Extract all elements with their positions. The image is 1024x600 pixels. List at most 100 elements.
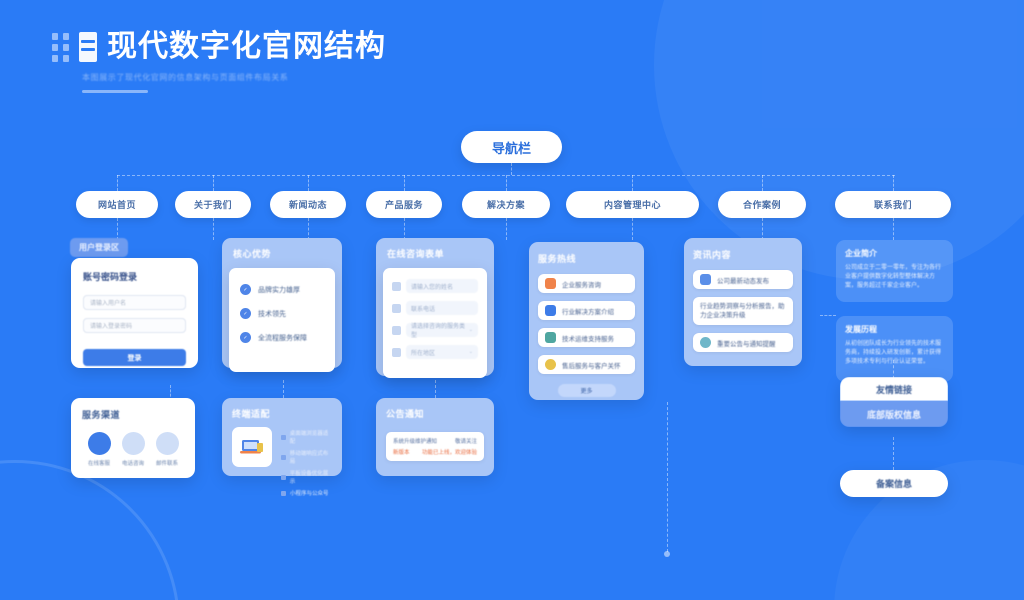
login-card: 账号密码登录 请输入用户名 请输入登录密码 登录 bbox=[71, 258, 198, 368]
nav-pill-label: 关于我们 bbox=[193, 200, 232, 210]
connector-nav-1 bbox=[213, 175, 214, 191]
user-icon bbox=[392, 281, 401, 291]
connector-root-down bbox=[511, 163, 512, 175]
channel-item[interactable]: 在线客服 bbox=[87, 432, 111, 467]
bell-icon bbox=[700, 337, 711, 348]
grid-dots-icon bbox=[52, 32, 69, 62]
device-card-title: 终端适配 bbox=[232, 409, 271, 419]
services-more-label: 更多 bbox=[580, 389, 593, 395]
form-row: 请输入您的姓名 bbox=[392, 279, 478, 293]
connector-end-dot bbox=[664, 551, 670, 557]
chevron-down-icon: ⌄ bbox=[468, 349, 473, 355]
check-circle-icon: ✓ bbox=[240, 332, 251, 343]
briefcase-icon bbox=[545, 278, 556, 289]
nav-pill-2[interactable]: 新闻动态 bbox=[270, 191, 346, 218]
news-row[interactable]: 公司最新动态发布 bbox=[693, 270, 793, 289]
news-card: 资讯内容 公司最新动态发布 行业趋势洞察与分析报告，助力企业决策升级 重要公告与… bbox=[684, 238, 802, 366]
nav-pill-6[interactable]: 合作案例 bbox=[718, 191, 806, 218]
password-input[interactable]: 请输入登录密码 bbox=[83, 318, 186, 333]
copyright-label[interactable]: 底部版权信息 bbox=[840, 401, 948, 427]
shield-icon bbox=[545, 332, 556, 343]
title-underline bbox=[82, 90, 148, 93]
menu-bars-icon bbox=[79, 32, 97, 62]
record-info-label: 备案信息 bbox=[875, 479, 912, 489]
username-placeholder: 请输入用户名 bbox=[90, 301, 127, 307]
connector-long-vertical bbox=[667, 402, 668, 552]
login-card-tab[interactable]: 用户登录区 bbox=[70, 238, 128, 257]
nav-pill-3[interactable]: 产品服务 bbox=[366, 191, 442, 218]
feature-item: ✓ 技术领先 bbox=[240, 308, 324, 319]
service-label: 行业解决方案介绍 bbox=[562, 308, 614, 316]
nav-pill-5[interactable]: 内容管理中心 bbox=[566, 191, 699, 218]
laptop-icon bbox=[232, 427, 272, 467]
mail-icon bbox=[392, 325, 401, 335]
username-input[interactable]: 请输入用户名 bbox=[83, 295, 186, 310]
chat-icon bbox=[87, 432, 111, 455]
device-item: 桌面端浏览器适配 bbox=[281, 429, 332, 445]
inquiry-form-card: 在线咨询表单 请输入您的姓名 联系电话 请选择咨询的服务类型 ⌄ bbox=[376, 238, 494, 378]
friendly-links-label[interactable]: 友情链接 bbox=[840, 377, 948, 401]
notice-card-title: 公告通知 bbox=[386, 409, 425, 419]
service-row[interactable]: 企业服务咨询 bbox=[538, 274, 635, 293]
form-row: 联系电话 bbox=[392, 301, 478, 315]
services-more-button[interactable]: 更多 bbox=[557, 384, 616, 397]
feature-item: ✓ 全流程服务保障 bbox=[240, 332, 324, 343]
notice-line: 新版本 功能已上线，欢迎体验 bbox=[393, 448, 477, 456]
service-row[interactable]: 行业解决方案介绍 bbox=[538, 301, 635, 320]
news-row[interactable]: 重要公告与通知提醒 bbox=[693, 333, 793, 352]
nav-pill-1[interactable]: 关于我们 bbox=[175, 191, 251, 218]
nav-pill-label: 合作案例 bbox=[742, 200, 781, 210]
login-button[interactable]: 登录 bbox=[83, 349, 186, 366]
nav-pill-4[interactable]: 解决方案 bbox=[462, 191, 550, 218]
region-select[interactable]: 所在地区 ⌄ bbox=[406, 345, 478, 359]
bullet-icon bbox=[281, 454, 286, 460]
text-block-1-title: 企业简介 bbox=[845, 249, 877, 258]
connector-nav-0 bbox=[117, 175, 118, 191]
connector-drop-1 bbox=[213, 218, 214, 240]
service-row[interactable]: 售后服务与客户关怀 bbox=[538, 355, 635, 374]
service-select[interactable]: 请选择咨询的服务类型 ⌄ bbox=[406, 323, 478, 339]
nav-pill-7[interactable]: 联系我们 bbox=[835, 191, 951, 218]
login-card-title: 账号密码登录 bbox=[83, 272, 138, 282]
form-row: 请选择咨询的服务类型 ⌄ bbox=[392, 323, 478, 339]
root-node-navbar[interactable]: 导航栏 bbox=[461, 131, 562, 163]
footer-links-card: 友情链接 底部版权信息 bbox=[840, 377, 948, 427]
news-label: 重要公告与通知提醒 bbox=[717, 340, 776, 348]
news-card-title: 资讯内容 bbox=[693, 250, 732, 260]
password-placeholder: 请输入登录密码 bbox=[90, 324, 133, 330]
check-circle-icon: ✓ bbox=[240, 284, 251, 295]
service-row[interactable]: 技术运维支持服务 bbox=[538, 328, 635, 347]
feature-label: 全流程服务保障 bbox=[258, 334, 307, 342]
nav-pill-0[interactable]: 网站首页 bbox=[76, 191, 158, 218]
connector-nav-4 bbox=[506, 175, 507, 191]
connector-nav-5 bbox=[632, 175, 633, 191]
news-row[interactable]: 行业趋势洞察与分析报告，助力企业决策升级 bbox=[693, 297, 793, 325]
login-button-label: 登录 bbox=[127, 354, 142, 362]
name-input[interactable]: 请输入您的姓名 bbox=[406, 279, 478, 293]
channel-item[interactable]: 电话咨询 bbox=[121, 432, 145, 467]
globe-icon bbox=[545, 359, 556, 370]
mail-icon bbox=[155, 432, 179, 455]
inquiry-form-title: 在线咨询表单 bbox=[387, 249, 445, 259]
phone-input[interactable]: 联系电话 bbox=[406, 301, 478, 315]
calendar-icon bbox=[700, 274, 711, 285]
text-block-1: 企业简介 公司成立于二零一零年，专注为各行业客户提供数字化转型整体解决方案，服务… bbox=[836, 240, 953, 302]
feature-label: 品牌实力雄厚 bbox=[258, 286, 300, 294]
phone-icon bbox=[392, 303, 401, 313]
notice-line: 系统升级维护通知 敬请关注 bbox=[393, 437, 477, 445]
form-row: 所在地区 ⌄ bbox=[392, 345, 478, 359]
check-circle-icon: ✓ bbox=[240, 308, 251, 319]
device-card: 终端适配 桌面端浏览器适配 移动端响应式布局 平板设备优化展示 小程序与公众号 bbox=[222, 398, 342, 497]
connector-mid-1 bbox=[283, 380, 284, 398]
record-info-pill[interactable]: 备案信息 bbox=[840, 470, 948, 497]
service-placeholder: 请选择咨询的服务类型 bbox=[411, 324, 466, 339]
channel-item[interactable]: 邮件联系 bbox=[155, 432, 179, 467]
connector-nav-3 bbox=[404, 175, 405, 191]
name-placeholder: 请输入您的姓名 bbox=[411, 284, 454, 291]
bullet-icon bbox=[281, 490, 286, 496]
text-block-2-title: 发展历程 bbox=[845, 325, 877, 334]
chart-icon bbox=[545, 305, 556, 316]
tag-icon bbox=[392, 347, 401, 357]
connector-mid-2 bbox=[435, 380, 436, 398]
page-header: 现代数字化官网结构 本图展示了现代化官网的信息架构与页面组件布局关系 bbox=[52, 30, 386, 93]
